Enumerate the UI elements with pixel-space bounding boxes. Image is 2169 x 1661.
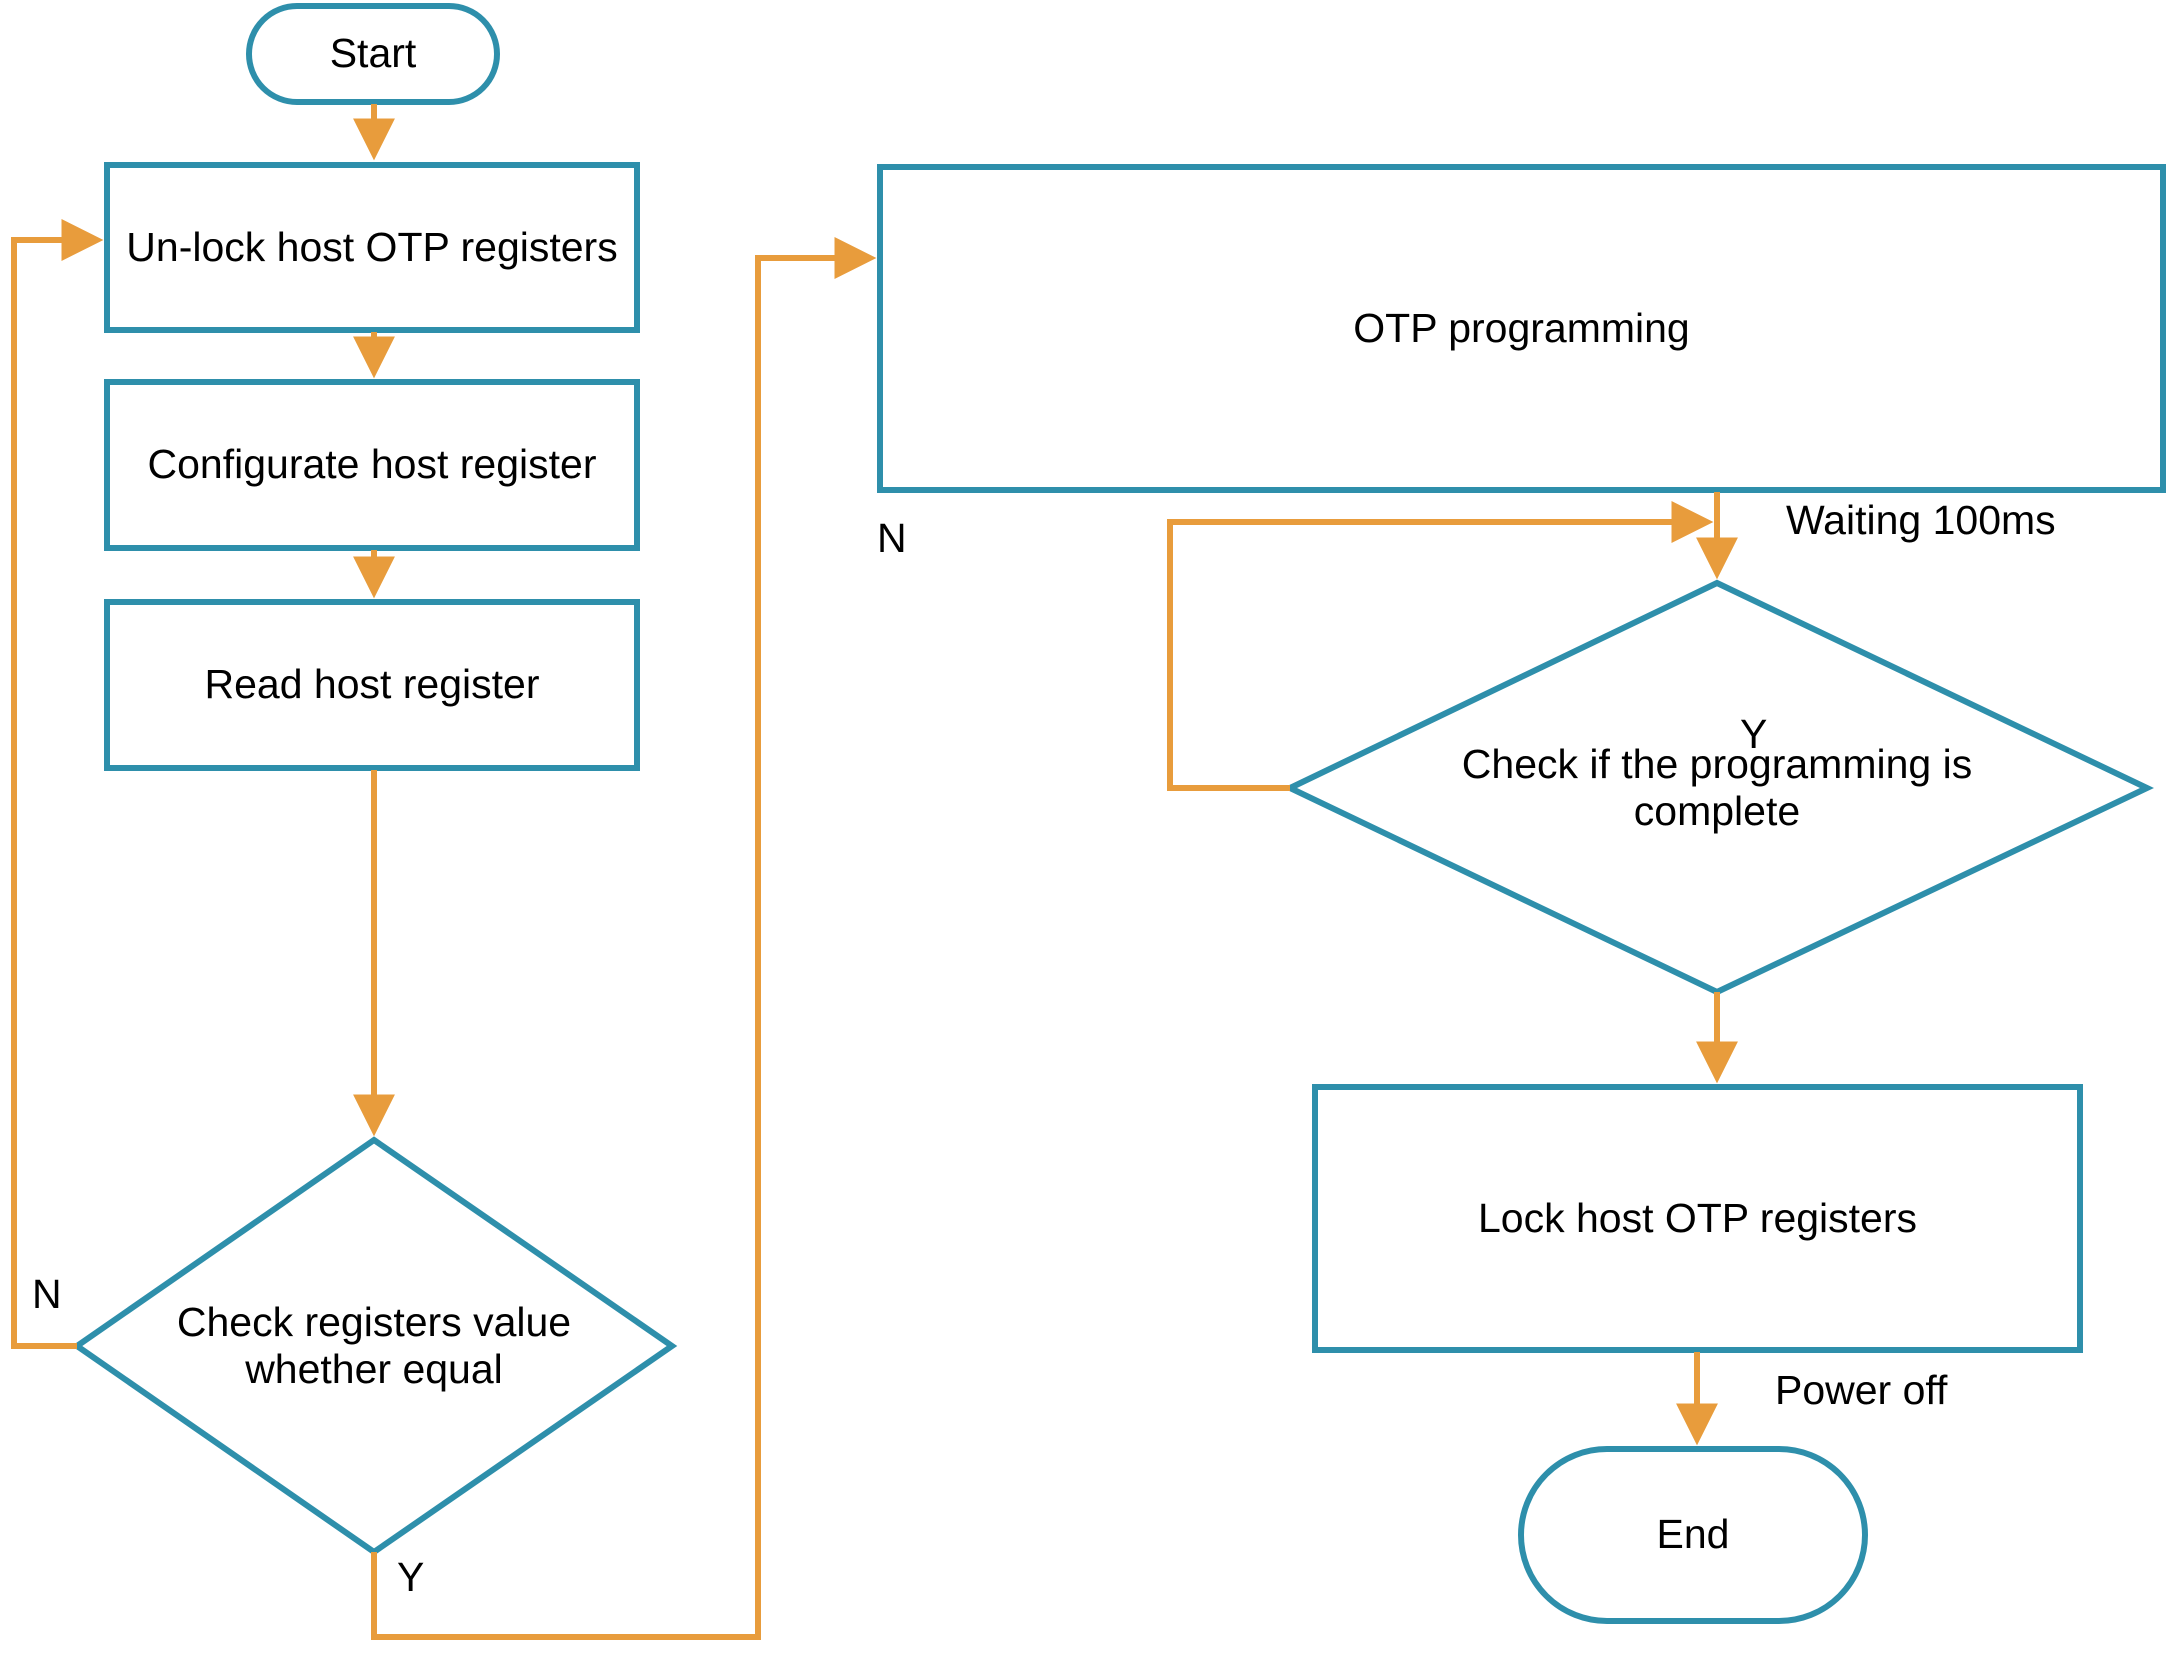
node-lock-shape [1312,1084,2083,1353]
node-end-shape [1518,1446,1868,1624]
edge-check-values-yes-to-otp [371,237,877,1640]
node-check-values-shape [71,1136,678,1556]
edge-check-complete-no-to-otp [1167,501,1714,791]
node-unlock-shape [104,162,640,333]
edge-check-values-no-to-unlock [11,219,104,1349]
node-configurate-shape [104,379,640,551]
node-start-shape [246,3,500,105]
node-otp-programming-shape [877,164,2166,493]
node-check-complete-shape [1283,579,2154,996]
node-read-shape [104,599,640,771]
